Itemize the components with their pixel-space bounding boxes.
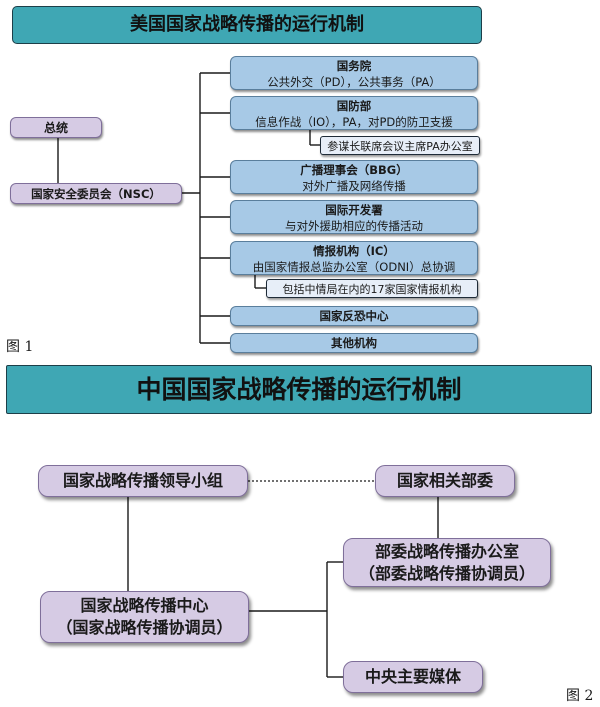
agency-desc: 信息作战（IO），PA，对PD的防卫支援 (255, 115, 453, 129)
agency-desc: 对外广播及网络传播 (302, 179, 406, 193)
agency-name: 其他机构 (331, 336, 377, 350)
national-center-line2: （国家战略传播协调员） (56, 618, 233, 637)
note-17-intel-agencies: 包括中情局在内的17家国家情报机构 (266, 279, 478, 298)
agency-name: 国务院 (336, 59, 372, 73)
central-media-label: 中央主要媒体 (364, 667, 461, 686)
agency-desc: 公共外交（PD），公共事务（PA） (267, 75, 441, 89)
agency-others: 其他机构 (230, 333, 478, 353)
note-joint-chiefs-pa-office: 参谋长联席会议主席PA办公室 (320, 136, 480, 155)
national-center-line1: 国家战略传播中心 (80, 596, 209, 615)
president-box: 总统 (10, 117, 102, 138)
agency-desc: 由国家情报总监办公室（ODNI）总协调 (252, 260, 456, 274)
central-media-box: 中央主要媒体 (343, 661, 483, 693)
agency-name: 广播理事会（BBG） (300, 163, 408, 177)
agency-state-department: 国务院 公共外交（PD），公共事务（PA） (230, 56, 478, 90)
agency-name: 国家反恐中心 (319, 309, 389, 323)
figure2-title: 中国国家战略传播的运行机制 (6, 365, 592, 414)
agency-bbg: 广播理事会（BBG） 对外广播及网络传播 (230, 160, 478, 194)
agency-name: 国际开发署 (325, 203, 383, 217)
leading-group-label: 国家战略传播领导小组 (62, 471, 223, 490)
ministries-box: 国家相关部委 (375, 465, 515, 497)
ministry-office-box: 部委战略传播办公室 （部委战略传播协调员） (343, 538, 551, 587)
agency-defense-department: 国防部 信息作战（IO），PA，对PD的防卫支援 (230, 96, 478, 130)
agency-nctc: 国家反恐中心 (230, 306, 478, 326)
leading-group-box: 国家战略传播领导小组 (38, 465, 248, 497)
national-center-box: 国家战略传播中心 （国家战略传播协调员） (40, 591, 249, 643)
nsc-box: 国家安全委员会（NSC） (10, 183, 182, 204)
agency-name: 国防部 (336, 99, 372, 113)
figure1-title: 美国国家战略传播的运行机制 (12, 6, 482, 44)
ministries-label: 国家相关部委 (396, 471, 493, 490)
ministry-office-line2: （部委战略传播协调员） (358, 563, 535, 583)
ministry-office-line1: 部委战略传播办公室 (374, 541, 519, 561)
agency-name: 情报机构（IC） (313, 244, 395, 258)
figure1-caption: 图 1 (6, 339, 34, 355)
agency-desc: 与对外援助相应的传播活动 (285, 219, 423, 233)
agency-usaid: 国际开发署 与对外援助相应的传播活动 (230, 200, 478, 234)
figure2-caption: 图 2 (566, 688, 594, 704)
agency-intelligence-community: 情报机构（IC） 由国家情报总监办公室（ODNI）总协调 (230, 241, 478, 275)
